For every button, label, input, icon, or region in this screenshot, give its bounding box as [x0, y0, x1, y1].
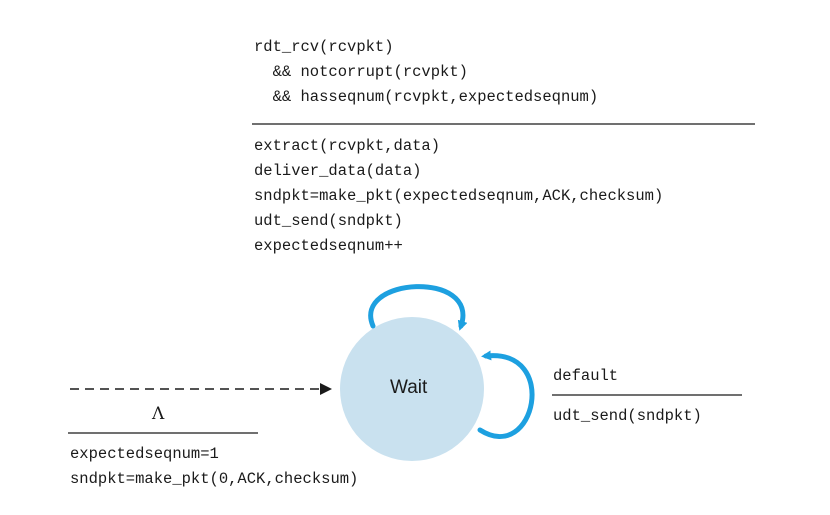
initial-event-lambda: Λ [152, 404, 165, 424]
top-action-line-1: extract(rcvpkt,data) [254, 137, 441, 155]
top-event-line-3: && hasseqnum(rcvpkt,expectedseqnum) [254, 88, 599, 106]
top-event-line-2: && notcorrupt(rcvpkt) [254, 63, 468, 81]
top-self-loop-arrow [368, 284, 468, 331]
top-action-line-2: deliver_data(data) [254, 162, 422, 180]
right-action-label: udt_send(sndpkt) [553, 407, 702, 425]
wait-state-label: Wait [390, 377, 428, 398]
initial-action-line-1: expectedseqnum=1 [70, 445, 219, 463]
wait-state-circle [340, 317, 484, 461]
top-action-line-4: udt_send(sndpkt) [254, 212, 403, 230]
right-event-label: default [553, 367, 619, 385]
top-action-line-3: sndpkt=make_pkt(expectedseqnum,ACK,check… [254, 187, 664, 205]
right-self-loop-arrow [477, 350, 535, 439]
top-action-line-5: expectedseqnum++ [254, 237, 403, 255]
top-event-line-1: rdt_rcv(rcvpkt) [254, 38, 394, 56]
initial-action-line-2: sndpkt=make_pkt(0,ACK,checksum) [70, 470, 359, 488]
